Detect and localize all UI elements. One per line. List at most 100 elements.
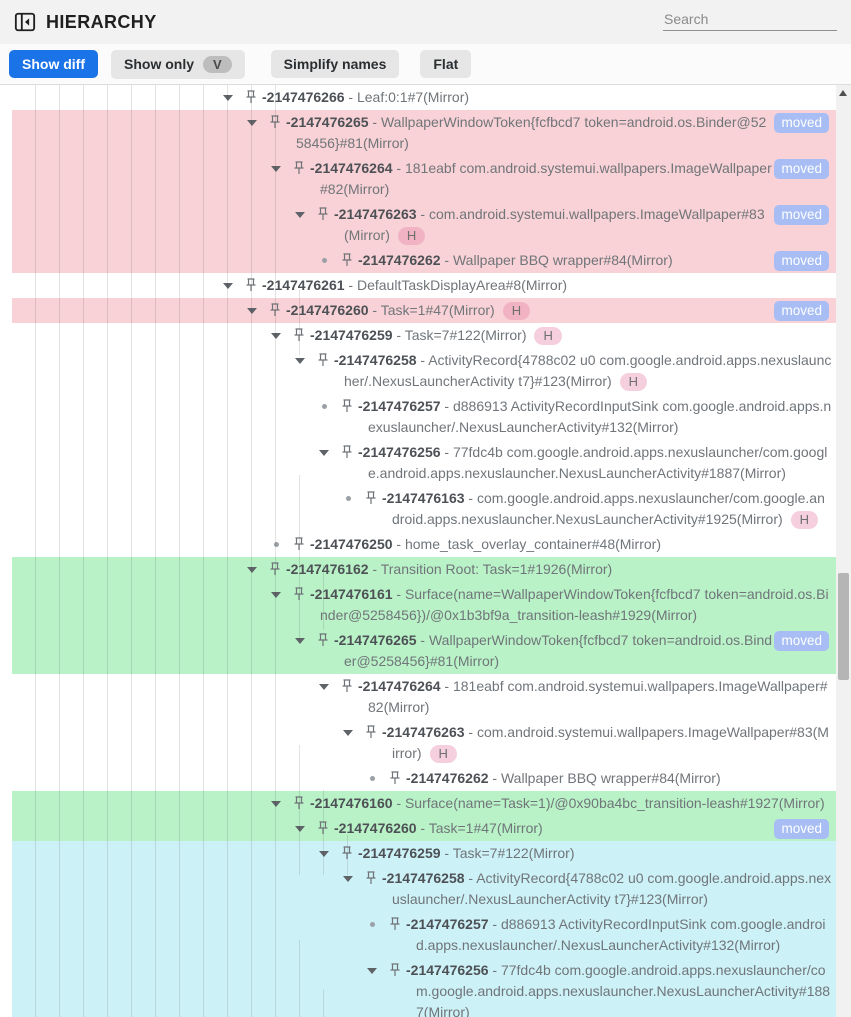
pin-icon[interactable] xyxy=(384,960,406,977)
tree-row[interactable]: -2147476263 - com.android.systemui.wallp… xyxy=(12,720,836,766)
node-description: - Surface(name=Task=1)/@0x90ba4bc_transi… xyxy=(392,795,825,811)
expand-arrow-icon[interactable] xyxy=(216,275,240,296)
show-only-label: Show only xyxy=(124,56,194,72)
node-label: -2147476259 - Task=7#122(Mirror)H xyxy=(310,325,832,346)
tree-row[interactable]: -2147476163 - com.google.android.apps.ne… xyxy=(12,486,836,532)
pin-icon[interactable] xyxy=(336,676,358,693)
node-description: - ActivityRecord{4788c02 u0 com.google.a… xyxy=(392,870,832,907)
pin-icon[interactable] xyxy=(288,584,310,601)
tree-row[interactable]: -2147476262 - Wallpaper BBQ wrapper#84(M… xyxy=(12,248,836,273)
pin-icon[interactable] xyxy=(240,275,262,292)
node-id: -2147476257 xyxy=(406,916,489,932)
node-id: -2147476259 xyxy=(310,327,393,343)
tree-row[interactable]: -2147476266 - Leaf:0:1#7(Mirror) xyxy=(12,85,836,110)
expand-arrow-icon[interactable] xyxy=(336,868,360,889)
expand-arrow-icon[interactable] xyxy=(288,204,312,225)
node-label: -2147476262 - Wallpaper BBQ wrapper#84(M… xyxy=(358,250,774,271)
expand-arrow-icon[interactable] xyxy=(264,584,288,605)
tree-row[interactable]: -2147476256 - 77fdc4b com.google.android… xyxy=(12,440,836,486)
expand-arrow-icon[interactable] xyxy=(264,793,288,814)
tree-row[interactable]: -2147476257 - d886913 ActivityRecordInpu… xyxy=(12,394,836,440)
tree-row[interactable]: -2147476256 - 77fdc4b com.google.android… xyxy=(12,958,836,1017)
node-description: - WallpaperWindowToken{fcfbcd7 token=and… xyxy=(296,114,767,151)
scrollbar-thumb[interactable] xyxy=(838,573,849,680)
pin-icon[interactable] xyxy=(336,442,358,459)
tree-row[interactable]: -2147476261 - DefaultTaskDisplayArea#8(M… xyxy=(12,273,836,298)
expand-arrow-icon[interactable] xyxy=(216,87,240,108)
node-id: -2147476264 xyxy=(310,160,393,176)
scroll-up-icon[interactable] xyxy=(839,90,847,96)
tree-row[interactable]: -2147476264 - 181eabf com.android.system… xyxy=(12,156,836,202)
pin-icon[interactable] xyxy=(288,793,310,810)
pin-icon[interactable] xyxy=(312,204,334,221)
expand-arrow-icon[interactable] xyxy=(240,559,264,580)
pin-icon[interactable] xyxy=(312,350,334,367)
tree-row[interactable]: -2147476265 - WallpaperWindowToken{fcfbc… xyxy=(12,110,836,156)
expand-arrow-icon[interactable] xyxy=(288,818,312,839)
pin-icon[interactable] xyxy=(384,768,406,785)
pin-icon[interactable] xyxy=(360,722,382,739)
expand-arrow-icon[interactable] xyxy=(264,325,288,346)
expand-arrow-icon[interactable] xyxy=(264,158,288,179)
node-description: - Wallpaper BBQ wrapper#84(Mirror) xyxy=(488,770,721,786)
leaf-bullet-icon xyxy=(336,488,360,509)
node-description: - com.android.systemui.wallpapers.ImageW… xyxy=(344,206,765,243)
show-only-button[interactable]: Show only V xyxy=(111,49,245,79)
panel-collapse-icon[interactable] xyxy=(14,11,36,33)
tree-row[interactable]: -2147476265 - WallpaperWindowToken{fcfbc… xyxy=(12,628,836,674)
tree-row[interactable]: -2147476160 - Surface(name=Task=1)/@0x90… xyxy=(12,791,836,816)
pin-icon[interactable] xyxy=(336,843,358,860)
expand-arrow-icon[interactable] xyxy=(312,843,336,864)
h-chip: H xyxy=(397,227,426,245)
node-label: -2147476264 - 181eabf com.android.system… xyxy=(358,676,832,718)
expand-arrow-icon[interactable] xyxy=(240,112,264,133)
expand-arrow-icon[interactable] xyxy=(312,676,336,697)
expand-arrow-icon[interactable] xyxy=(288,630,312,651)
pin-icon[interactable] xyxy=(312,630,334,647)
tree-row[interactable]: -2147476161 - Surface(name=WallpaperWind… xyxy=(12,582,836,628)
tree-row[interactable]: -2147476263 - com.android.systemui.wallp… xyxy=(12,202,836,248)
simplify-names-button[interactable]: Simplify names xyxy=(270,50,400,78)
expand-arrow-icon[interactable] xyxy=(288,350,312,371)
node-description: - Task=7#122(Mirror) xyxy=(440,845,575,861)
pin-icon[interactable] xyxy=(264,112,286,129)
show-diff-button[interactable]: Show diff xyxy=(9,50,98,78)
tree-row[interactable]: -2147476260 - Task=1#47(Mirror) moved xyxy=(12,816,836,841)
pin-icon[interactable] xyxy=(264,300,286,317)
tree-row[interactable]: -2147476258 - ActivityRecord{4788c02 u0 … xyxy=(12,866,836,912)
expand-arrow-icon[interactable] xyxy=(240,300,264,321)
expand-arrow-icon[interactable] xyxy=(360,960,384,981)
tree-row[interactable]: -2147476260 - Task=1#47(Mirror)H moved xyxy=(12,298,836,323)
pin-icon[interactable] xyxy=(384,914,406,931)
show-only-filter-chip[interactable]: V xyxy=(203,55,232,73)
pin-icon[interactable] xyxy=(264,559,286,576)
tree-row[interactable]: -2147476259 - Task=7#122(Mirror) xyxy=(12,841,836,866)
tree-row[interactable]: -2147476162 - Transition Root: Task=1#19… xyxy=(12,557,836,582)
pin-icon[interactable] xyxy=(288,158,310,175)
pin-icon[interactable] xyxy=(288,325,310,342)
flat-button[interactable]: Flat xyxy=(420,50,472,78)
pin-icon[interactable] xyxy=(336,250,358,267)
scrollbar[interactable] xyxy=(836,85,851,1017)
tree-row[interactable]: -2147476264 - 181eabf com.android.system… xyxy=(12,674,836,720)
node-id: -2147476258 xyxy=(382,870,465,886)
node-label: -2147476160 - Surface(name=Task=1)/@0x90… xyxy=(310,793,832,814)
search-input[interactable] xyxy=(663,8,837,31)
tree-row[interactable]: -2147476250 - home_task_overlay_containe… xyxy=(12,532,836,557)
pin-icon[interactable] xyxy=(336,396,358,413)
node-label: -2147476258 - ActivityRecord{4788c02 u0 … xyxy=(334,350,832,392)
leaf-bullet-icon xyxy=(360,914,384,935)
pin-icon[interactable] xyxy=(360,488,382,505)
tree-row[interactable]: -2147476259 - Task=7#122(Mirror)H xyxy=(12,323,836,348)
pin-icon[interactable] xyxy=(312,818,334,835)
tree-row[interactable]: -2147476262 - Wallpaper BBQ wrapper#84(M… xyxy=(12,766,836,791)
expand-arrow-icon[interactable] xyxy=(336,722,360,743)
node-label: -2147476256 - 77fdc4b com.google.android… xyxy=(358,442,832,484)
expand-arrow-icon[interactable] xyxy=(312,442,336,463)
pin-icon[interactable] xyxy=(360,868,382,885)
pin-icon[interactable] xyxy=(288,534,310,551)
pin-icon[interactable] xyxy=(240,87,262,104)
tree-row[interactable]: -2147476257 - d886913 ActivityRecordInpu… xyxy=(12,912,836,958)
tree-row[interactable]: -2147476258 - ActivityRecord{4788c02 u0 … xyxy=(12,348,836,394)
